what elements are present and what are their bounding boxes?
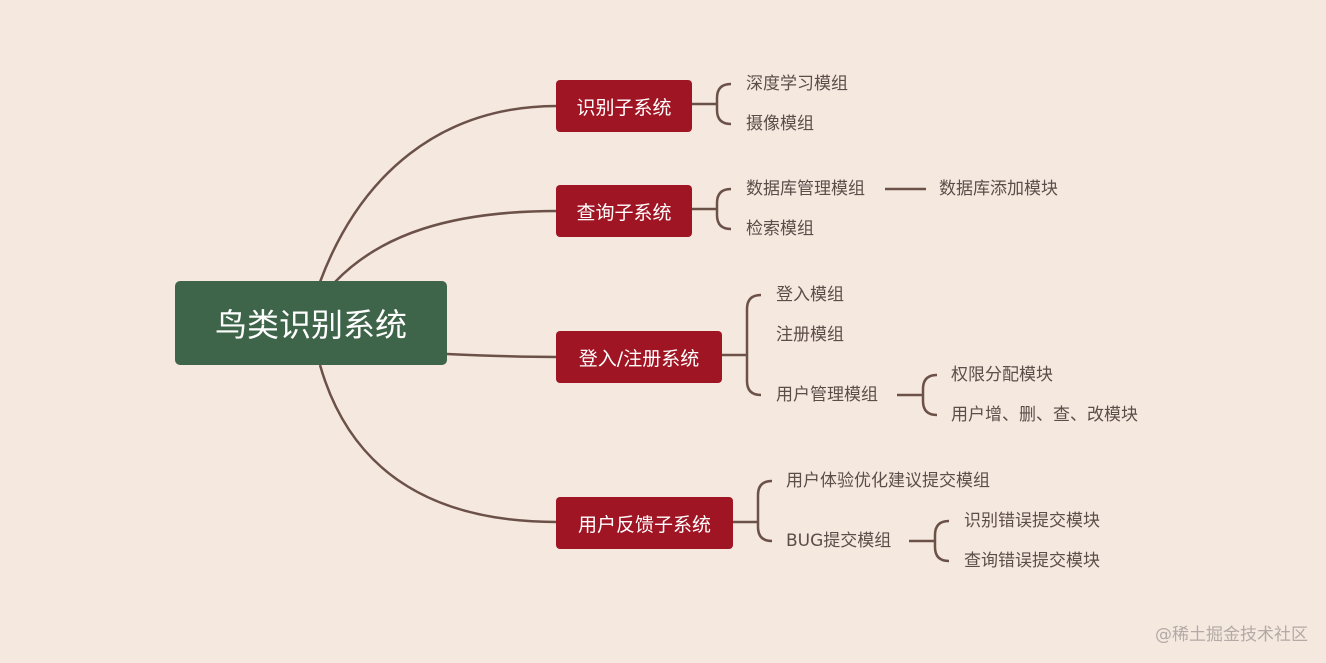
leaf-search-module[interactable]: 检索模组 <box>746 219 814 239</box>
branch-recognition-subsystem[interactable]: 识别子系统 <box>556 80 692 132</box>
connector-root-branch-2 <box>334 209 558 283</box>
connector-root-branch-4 <box>318 364 558 524</box>
leaf-ux-suggestion-module[interactable]: 用户体验优化建议提交模组 <box>786 471 990 491</box>
leaf-user-management-module[interactable]: 用户管理模组 <box>776 385 878 405</box>
leaf-user-crud-module[interactable]: 用户增、删、查、改模块 <box>951 405 1138 425</box>
connector-root-branch-3 <box>446 352 558 359</box>
leaf-login-module[interactable]: 登入模组 <box>776 285 844 305</box>
leaf-bug-submit-module[interactable]: BUG提交模组 <box>786 531 892 551</box>
connector-branch-2-children <box>691 187 732 231</box>
leaf-database-management-module[interactable]: 数据库管理模组 <box>746 179 865 199</box>
connector-bug-submit-children <box>909 519 950 563</box>
connector-branch-3-children <box>721 293 762 397</box>
root-node[interactable]: 鸟类识别系统 <box>175 281 447 365</box>
branch-query-subsystem[interactable]: 查询子系统 <box>556 185 692 237</box>
leaf-register-module[interactable]: 注册模组 <box>776 325 844 345</box>
leaf-database-add-module[interactable]: 数据库添加模块 <box>939 179 1058 199</box>
leaf-permission-allocation-module[interactable]: 权限分配模块 <box>951 365 1053 385</box>
leaf-camera-module[interactable]: 摄像模组 <box>746 114 814 134</box>
watermark: @稀土掘金技术社区 <box>1155 625 1308 645</box>
connector-branch-4-children <box>732 479 773 543</box>
connector-branch-1-children <box>691 82 732 126</box>
branch-login-register-system[interactable]: 登入/注册系统 <box>556 331 722 383</box>
connector-root-branch-1 <box>318 104 558 283</box>
branch-user-feedback-subsystem[interactable]: 用户反馈子系统 <box>556 497 733 549</box>
leaf-recognition-error-submit-module[interactable]: 识别错误提交模块 <box>964 511 1100 531</box>
connector-user-management-children <box>897 373 938 417</box>
leaf-deep-learning-module[interactable]: 深度学习模组 <box>746 74 848 94</box>
leaf-query-error-submit-module[interactable]: 查询错误提交模块 <box>964 551 1100 571</box>
